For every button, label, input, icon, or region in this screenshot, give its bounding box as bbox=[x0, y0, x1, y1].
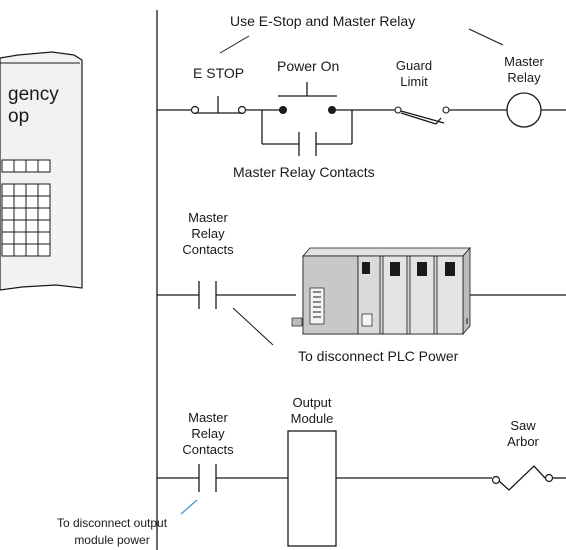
power-on-label: Power On bbox=[277, 58, 339, 74]
rung3-contacts-line-1: Master bbox=[188, 410, 228, 425]
rung2-contacts-line-1: Master bbox=[188, 210, 228, 225]
rung-1: Use E-Stop and Master Relay E STOP Power… bbox=[157, 13, 566, 180]
power-on-contact-right bbox=[328, 106, 336, 114]
panel-title-line-1: gency bbox=[8, 84, 59, 105]
seal-in-branch bbox=[261, 110, 353, 156]
saw-arbor-symbol bbox=[491, 465, 554, 491]
plc-rack-image bbox=[291, 246, 471, 336]
rung-3: Master Relay Contacts Output Module Saw … bbox=[57, 395, 566, 547]
power-on-contact-left bbox=[279, 106, 287, 114]
header-leader-right bbox=[468, 28, 504, 46]
rung3-contacts-line-2: Relay bbox=[191, 426, 225, 441]
emergency-stop-panel: gency op bbox=[0, 51, 83, 291]
master-relay-contacts-label: Master Relay Contacts bbox=[233, 164, 375, 180]
rung3-contacts-line-3: Contacts bbox=[182, 442, 234, 457]
plc-caption-leader bbox=[232, 307, 274, 346]
rung1-header: Use E-Stop and Master Relay bbox=[230, 13, 415, 29]
rung-2: Master Relay Contacts bbox=[157, 210, 566, 364]
output-module-box bbox=[287, 430, 337, 547]
estop-label: E STOP bbox=[193, 65, 244, 81]
header-leader-left bbox=[219, 35, 250, 54]
saw-arbor-line-1: Saw bbox=[510, 418, 536, 433]
guard-limit-line-2: Limit bbox=[400, 74, 428, 89]
plc-caption: To disconnect PLC Power bbox=[298, 348, 459, 364]
output-note-line-2: module power bbox=[74, 533, 149, 547]
saw-arbor-line-2: Arbor bbox=[507, 434, 539, 449]
guard-limit-switch bbox=[394, 106, 450, 125]
master-relay-line-1: Master bbox=[504, 54, 544, 69]
output-module-line-1: Output bbox=[292, 395, 331, 410]
master-relay-line-2: Relay bbox=[507, 70, 541, 85]
output-note-line-1: To disconnect output bbox=[57, 516, 168, 530]
output-note-leader bbox=[180, 499, 198, 515]
rung2-contacts-line-3: Contacts bbox=[182, 242, 234, 257]
output-module-line-2: Module bbox=[291, 411, 334, 426]
master-relay-coil bbox=[506, 92, 542, 128]
panel-button-grid bbox=[1, 159, 51, 257]
panel-title-line-2: op bbox=[8, 106, 29, 127]
guard-limit-line-1: Guard bbox=[396, 58, 432, 73]
rung2-contacts-line-2: Relay bbox=[191, 226, 225, 241]
